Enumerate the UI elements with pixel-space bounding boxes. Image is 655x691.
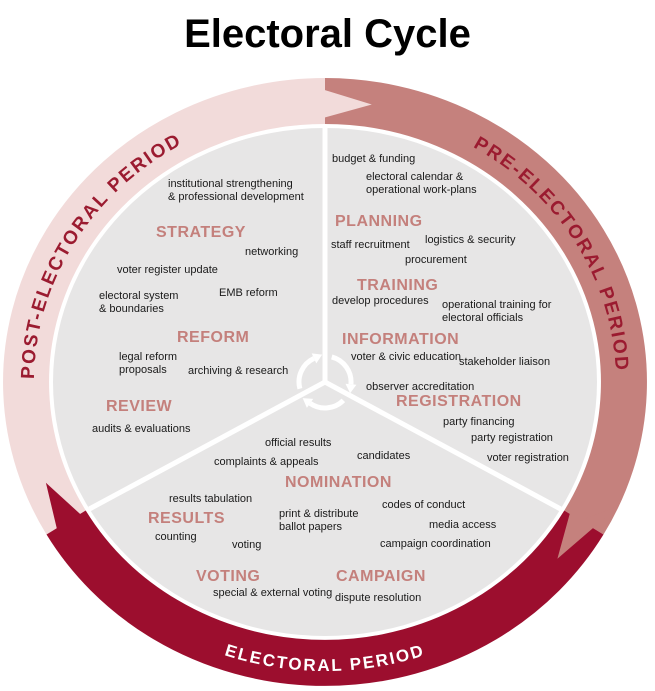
- page-title: Electoral Cycle: [184, 12, 471, 56]
- phase-heading-voting: VOTING: [196, 568, 261, 585]
- ring-segment-electoral: [46, 510, 604, 686]
- sector-divider-left: [88, 379, 327, 512]
- item-develop-procedures: develop procedures: [332, 295, 429, 307]
- item-media-access: media access: [429, 519, 497, 531]
- phase-heading-reform: REFORM: [177, 329, 250, 346]
- item-archiving-research: archiving & research: [188, 365, 289, 377]
- item-counting: counting: [155, 531, 197, 543]
- arrowhead-electoral-to-post: [45, 482, 102, 561]
- item-results-tabulation: results tabulation: [169, 493, 253, 505]
- ring-segment-pre-electoral: [324, 78, 647, 535]
- item-complaints-appeals: complaints & appeals: [214, 456, 319, 468]
- item-electoral-system-boundaries: electoral system & boundaries: [99, 290, 179, 315]
- item-emb-reform: EMB reform: [219, 287, 278, 299]
- phase-heading-review: REVIEW: [106, 398, 173, 415]
- item-voter-civic-education: voter & civic education: [351, 351, 462, 363]
- item-institutional-strengthening: institutional strengthening & profession…: [168, 178, 304, 203]
- item-print-distribute-ballot-papers: print & distribute ballot papers: [279, 508, 359, 533]
- phase-heading-registration: REGISTRATION: [396, 393, 522, 410]
- phase-heading-planning: PLANNING: [335, 213, 423, 230]
- arrowhead-post-to-pre: [291, 79, 372, 126]
- item-stakeholder-liaison: stakeholder liaison: [459, 356, 551, 368]
- item-networking: networking: [245, 246, 299, 258]
- item-party-financing: party financing: [443, 416, 515, 428]
- item-codes-of-conduct: codes of conduct: [382, 499, 466, 511]
- item-campaign-coordination: campaign coordination: [380, 538, 491, 550]
- item-party-registration: party registration: [471, 432, 553, 444]
- phase-heading-strategy: STRATEGY: [156, 224, 246, 241]
- item-voting: voting: [232, 539, 262, 551]
- item-legal-reform-proposals: legal reform proposals: [119, 351, 178, 376]
- item-voter-register-update: voter register update: [117, 264, 218, 276]
- sector-divider-right: [323, 379, 562, 512]
- item-budget-funding: budget & funding: [332, 153, 416, 165]
- ring-segment-post-electoral: [3, 78, 326, 535]
- phase-heading-training: TRAINING: [357, 277, 439, 294]
- item-procurement: procurement: [405, 254, 467, 266]
- item-staff-recruitment: staff recruitment: [331, 239, 410, 251]
- phase-heading-nomination: NOMINATION: [285, 474, 392, 491]
- arrowhead-pre-to-electoral: [557, 486, 620, 559]
- item-observer-accreditation: observer accreditation: [366, 381, 475, 393]
- item-candidates: candidates: [357, 450, 411, 462]
- phase-heading-campaign: CAMPAIGN: [336, 568, 426, 585]
- phase-heading-information: INFORMATION: [342, 331, 460, 348]
- item-operational-training: operational training for electoral offic…: [442, 299, 552, 324]
- item-electoral-calendar: electoral calendar & operational work-pl…: [366, 171, 477, 196]
- phase-heading-results: RESULTS: [148, 510, 225, 527]
- item-special-external-voting: special & external voting: [213, 587, 333, 599]
- item-dispute-resolution: dispute resolution: [335, 592, 422, 604]
- item-logistics-security: logistics & security: [425, 234, 516, 246]
- item-audits-evaluations: audits & evaluations: [92, 423, 191, 435]
- item-voter-registration: voter registration: [487, 452, 569, 464]
- item-official-results: official results: [265, 437, 332, 449]
